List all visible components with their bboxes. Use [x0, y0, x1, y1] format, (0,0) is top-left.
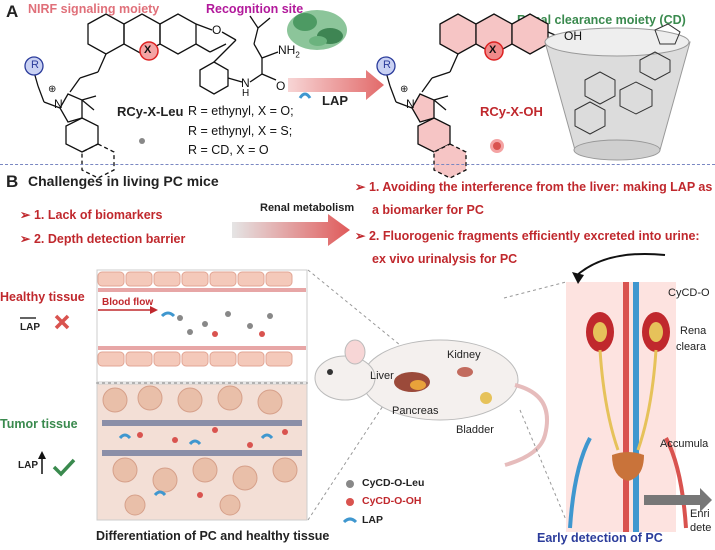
panel-b-letter: B: [6, 172, 19, 191]
x-atom-label: X: [144, 44, 152, 56]
caption-right: Early detection of PC: [537, 531, 663, 545]
amide-n-label: N: [241, 76, 250, 90]
probe-name: RCy-X-Leu: [117, 104, 184, 119]
product-x-highlight: [484, 41, 504, 61]
bullet-icon: ➢: [20, 232, 34, 246]
r-group-label: R: [31, 59, 39, 71]
product-name: RCy-X-OH: [480, 104, 543, 119]
lap-scissor-icon: [298, 92, 312, 99]
tumor-tissue-label: Tumor tissue: [0, 417, 78, 431]
bullet-icon: ➢: [20, 208, 34, 222]
healthy-tissue-label: Healthy tissue: [0, 290, 85, 304]
nirf-label: NIRF signaling moiety: [28, 2, 160, 16]
renal-metabolism-label: Renal metabolism: [260, 202, 355, 214]
product-n-plus-label: ⊕: [400, 84, 409, 95]
variant-2: R = ethynyl, X = S;: [188, 124, 293, 138]
bullet-icon: ➢: [355, 180, 369, 194]
challenge-1: ➢ 1. Lack of biomarkers: [20, 208, 163, 222]
cyclodextrin-cone: [544, 23, 691, 161]
product-n-label: N: [406, 97, 415, 111]
variant-3: R = CD, X = O: [188, 143, 269, 157]
panel-a-letter: A: [6, 2, 19, 21]
challenges-title: Challenges in living PC mice: [28, 173, 219, 189]
carbonyl-o-label: O: [276, 79, 286, 93]
nh2-label: NH2: [278, 43, 300, 60]
bullet-icon: ➢: [355, 229, 369, 243]
solution-2-cont: ex vivo urinalysis for PC: [372, 252, 518, 266]
product-r-highlight: [376, 56, 396, 76]
product-oh-label: OH: [564, 29, 582, 43]
lap-enzyme-icon: [287, 10, 347, 50]
renal-clearance-label: Renal clearance moiety (CD): [517, 13, 686, 27]
probe-dot: [139, 138, 145, 144]
indole-benzene: [65, 117, 99, 153]
product-x-label: X: [489, 44, 497, 56]
legend-lap: LAP: [362, 514, 383, 526]
legend-product: CyCD-O-OH: [362, 495, 422, 507]
dashed-benzo-ring: [81, 143, 115, 179]
solution-2: ➢ 2. Fluorogenic fragments efficiently e…: [355, 229, 700, 243]
solution-1-cont: a biomarker for PC: [372, 203, 484, 217]
probe-structure: [33, 13, 279, 179]
kidney-label: Kidney: [447, 349, 481, 361]
cycd-label: CyCD-O: [668, 287, 710, 299]
section-divider: [0, 164, 715, 165]
liver-label: Liver: [370, 370, 394, 382]
mouse-illustration: [314, 339, 549, 467]
product-r-label: R: [383, 59, 391, 71]
x-atom-highlight: [139, 41, 159, 61]
legend-probe: CyCD-O-Leu: [362, 477, 425, 489]
reaction-arrow: [288, 70, 384, 100]
ether-o-label: O: [212, 23, 222, 37]
detect-label: dete: [690, 522, 712, 534]
r-group-highlight: [24, 56, 44, 76]
variant-1: R = ethynyl, X = O;: [188, 104, 294, 118]
n-plus-label: ⊕: [48, 84, 57, 95]
clearance-label: cleara: [676, 341, 706, 353]
lap-low-label: LAP: [20, 322, 40, 333]
enzyme-label: LAP: [322, 93, 348, 108]
bladder-label: Bladder: [456, 424, 494, 436]
pancreas-label: Pancreas: [392, 405, 439, 417]
recognition-label: Recognition site: [206, 2, 304, 16]
solution-1: ➢ 1. Avoiding the interference from the …: [355, 180, 713, 194]
accumulation-label: Accumula: [660, 438, 709, 450]
challenge-2: ➢ 2. Depth detection barrier: [20, 232, 186, 246]
product-structure: [385, 13, 563, 179]
caption-left: Differentiation of PC and healthy tissue: [96, 529, 330, 543]
lap-high-label: LAP: [18, 460, 38, 471]
indole-n-label: N: [54, 97, 63, 111]
urinary-system-illustration: [566, 282, 712, 532]
enrich-label: Enri: [690, 508, 710, 520]
amide-h-label: H: [242, 88, 250, 99]
indole-five-ring: [59, 93, 83, 123]
renal-label: Rena: [680, 325, 707, 337]
blood-flow-label: Blood flow: [102, 297, 154, 308]
